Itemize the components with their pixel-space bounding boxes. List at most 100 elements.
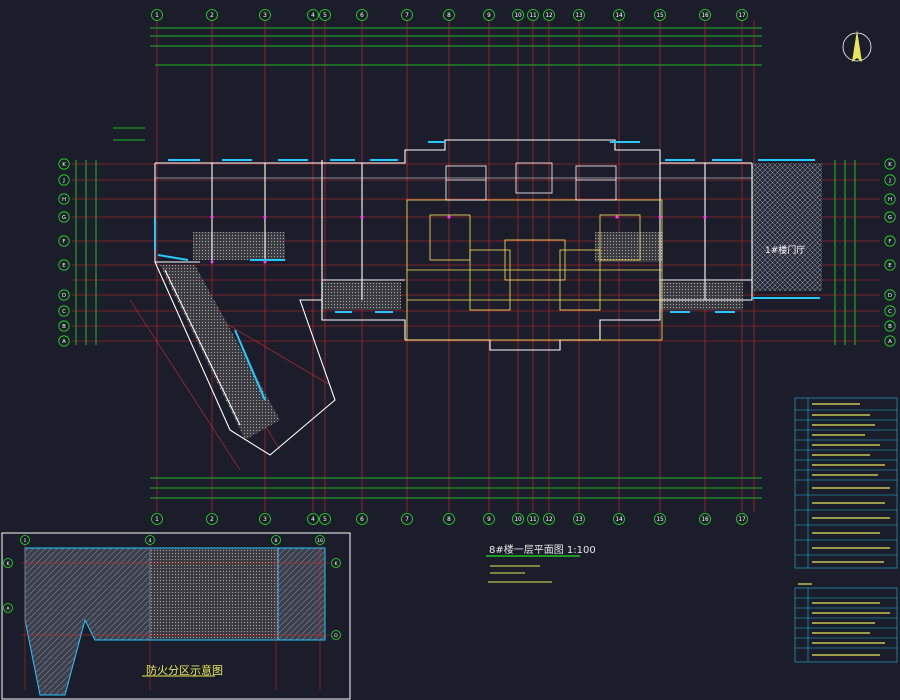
- svg-text:5: 5: [323, 13, 327, 19]
- left-axis-bubbles: K J H G F E DC B A: [58, 158, 70, 347]
- axis-bubble-bottom: 2: [206, 513, 218, 525]
- svg-text:D: D: [888, 293, 892, 299]
- inset-axis-bubble-top: 8: [271, 535, 281, 545]
- axis-bubble-bottom: 11: [527, 513, 539, 525]
- svg-text:9: 9: [487, 517, 491, 523]
- axis-bubble-top: 5: [319, 9, 331, 21]
- svg-text:F: F: [62, 239, 65, 245]
- svg-text:12: 12: [545, 517, 553, 523]
- axis-bubble-bottom: 12: [543, 513, 555, 525]
- svg-text:10: 10: [514, 13, 522, 19]
- axis-bubble-right: A: [884, 335, 896, 347]
- svg-text:2: 2: [210, 13, 214, 19]
- room-label-lobby: 1#楼门厅: [765, 246, 806, 256]
- inset-axis-bubble-top: 4: [145, 535, 155, 545]
- axis-bubble-bottom: 7: [401, 513, 413, 525]
- fire-zone-inset: [1, 532, 351, 700]
- axis-bubble-left: F: [58, 235, 70, 247]
- axis-bubble-right: K: [884, 158, 896, 170]
- axis-bubble-bottom: 15: [654, 513, 666, 525]
- svg-text:13: 13: [575, 517, 583, 523]
- svg-text:1: 1: [155, 13, 159, 19]
- stair-core: [406, 162, 663, 341]
- axis-bubble-right: J: [884, 174, 896, 186]
- inset-axis-bubble-top: 1: [20, 535, 30, 545]
- svg-text:16: 16: [701, 517, 709, 523]
- axis-bubble-right: B: [884, 320, 896, 332]
- inset-axis-bubble-right: D: [331, 630, 341, 640]
- svg-text:A: A: [62, 339, 66, 345]
- north-arrow-icon: [842, 30, 872, 62]
- svg-text:K: K: [334, 561, 338, 567]
- axis-bubble-top: 14: [613, 9, 625, 21]
- axis-bubble-left: B: [58, 320, 70, 332]
- drawing-title: 8#楼一层平面图 1:100: [489, 545, 596, 556]
- axis-bubble-top: 17: [736, 9, 748, 21]
- svg-text:3: 3: [263, 517, 267, 523]
- svg-text:K: K: [62, 162, 66, 168]
- svg-text:B: B: [62, 324, 66, 330]
- svg-text:A: A: [888, 339, 892, 345]
- axis-bubble-top: 15: [654, 9, 666, 21]
- svg-text:H: H: [62, 197, 66, 203]
- svg-text:4: 4: [311, 13, 315, 19]
- axis-bubble-bottom: 1: [151, 513, 163, 525]
- axis-bubble-left: H: [58, 193, 70, 205]
- axis-bubble-left: K: [58, 158, 70, 170]
- axis-bubble-top: 4: [307, 9, 319, 21]
- svg-text:2: 2: [210, 517, 214, 523]
- axis-bubble-top: 13: [573, 9, 585, 21]
- axis-bubble-right: D: [884, 289, 896, 301]
- svg-text:10: 10: [514, 517, 522, 523]
- svg-text:8: 8: [447, 517, 451, 523]
- axis-bubble-bottom: 6: [356, 513, 368, 525]
- svg-text:14: 14: [615, 517, 623, 523]
- note-strokes: [488, 565, 552, 583]
- axis-bubble-bottom: 14: [613, 513, 625, 525]
- svg-text:11: 11: [529, 13, 537, 19]
- axis-bubble-left: C: [58, 305, 70, 317]
- axis-bubble-top: 9: [483, 9, 495, 21]
- svg-text:C: C: [888, 309, 892, 315]
- svg-text:6: 6: [360, 517, 364, 523]
- svg-text:1: 1: [23, 538, 26, 544]
- inset-axis-bubble-left: K: [3, 558, 13, 568]
- svg-text:14: 14: [615, 13, 623, 19]
- axis-bubble-bottom: 3: [259, 513, 271, 525]
- axis-bubble-top: 7: [401, 9, 413, 21]
- hatched-areas: [160, 163, 822, 440]
- axis-bubble-bottom: 16: [699, 513, 711, 525]
- axis-bubble-top: 6: [356, 9, 368, 21]
- svg-text:4: 4: [311, 517, 315, 523]
- svg-text:J: J: [62, 178, 65, 184]
- axis-bubble-bottom: 8: [443, 513, 455, 525]
- svg-text:E: E: [888, 263, 892, 269]
- svg-text:H: H: [888, 197, 892, 203]
- svg-text:D: D: [334, 633, 338, 639]
- svg-text:A: A: [6, 606, 10, 612]
- svg-text:K: K: [6, 561, 10, 567]
- axis-bubble-top: 11: [527, 9, 539, 21]
- axis-bubble-left: E: [58, 259, 70, 271]
- axis-bubble-top: 12: [543, 9, 555, 21]
- axis-bubble-bottom: 13: [573, 513, 585, 525]
- svg-text:16: 16: [317, 538, 323, 544]
- dimension-lines: [75, 27, 856, 499]
- svg-text:12: 12: [545, 13, 553, 19]
- axis-bubble-bottom: 4: [307, 513, 319, 525]
- svg-text:15: 15: [656, 517, 664, 523]
- axis-bubble-bottom: 5: [319, 513, 331, 525]
- axis-bubble-bottom: 9: [483, 513, 495, 525]
- svg-text:13: 13: [575, 13, 583, 19]
- svg-text:7: 7: [405, 13, 409, 19]
- svg-text:1: 1: [155, 517, 159, 523]
- axis-bubble-right: E: [884, 259, 896, 271]
- axis-bubble-left: G: [58, 211, 70, 223]
- svg-text:J: J: [888, 178, 891, 184]
- svg-text:3: 3: [263, 13, 267, 19]
- svg-text:D: D: [62, 293, 66, 299]
